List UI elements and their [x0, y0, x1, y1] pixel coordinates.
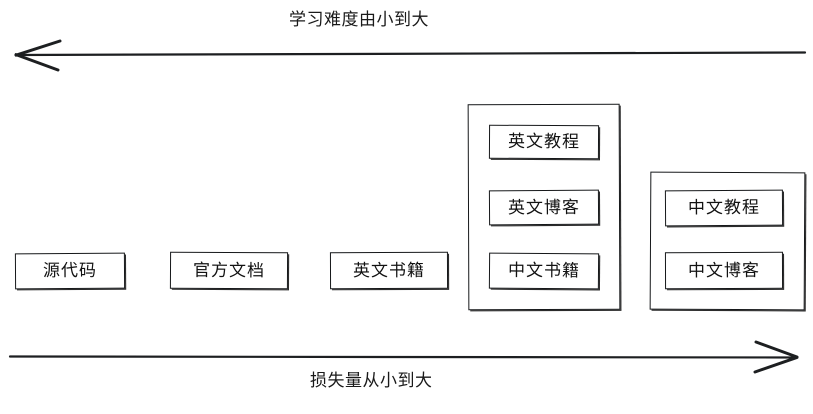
node-english-tutorial[interactable]: 英文教程	[488, 124, 600, 160]
node-source-code-label: 源代码	[42, 260, 98, 281]
node-chinese-books[interactable]: 中文书籍	[488, 252, 600, 290]
node-official-docs-label: 官方文档	[192, 260, 266, 280]
node-english-books-label: 英文书籍	[352, 260, 426, 280]
node-english-blog-label: 英文博客	[507, 197, 581, 217]
node-chinese-tutorial[interactable]: 中文教程	[664, 189, 784, 227]
bottom-axis-caption: 损失量从小到大	[310, 371, 433, 390]
node-english-blog[interactable]: 英文博客	[488, 189, 600, 226]
right-arrow-icon	[8, 340, 799, 374]
node-chinese-books-label: 中文书籍	[507, 260, 581, 281]
node-chinese-tutorial-label: 中文教程	[687, 197, 761, 218]
node-chinese-blog-label: 中文博客	[687, 260, 761, 280]
left-arrow-icon	[14, 39, 807, 72]
top-axis-caption: 学习难度由小到大	[289, 10, 429, 29]
node-english-tutorial-label: 英文教程	[507, 131, 581, 152]
node-chinese-blog[interactable]: 中文博客	[664, 251, 784, 290]
node-source-code[interactable]: 源代码	[14, 252, 126, 290]
node-official-docs[interactable]: 官方文档	[169, 251, 289, 290]
node-english-books[interactable]: 英文书籍	[329, 251, 449, 290]
